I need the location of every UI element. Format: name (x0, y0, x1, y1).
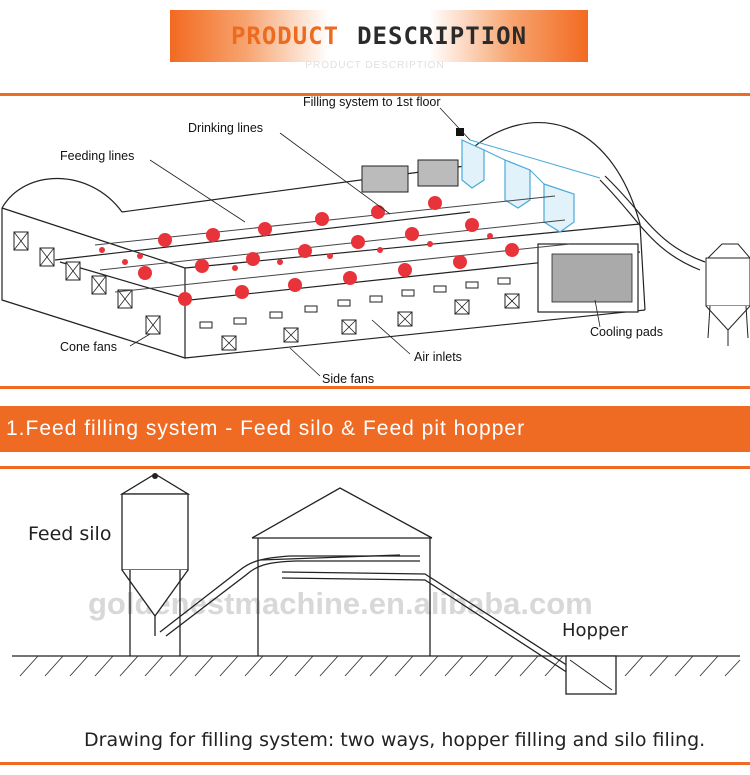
diagram-caption: Drawing for filling system: two ways, ho… (84, 729, 705, 751)
filling-system-diagram: goldenestmachine.en.alibaba.com Feed sil… (12, 473, 741, 751)
label-side-fans: Side fans (322, 372, 374, 384)
middle-divider (0, 386, 750, 389)
label-cooling-pads: Cooling pads (590, 325, 663, 339)
label-feeding-lines: Feeding lines (60, 149, 134, 163)
header-title-word2: DESCRIPTION (357, 22, 528, 50)
poultry-house-diagram: Filling system to 1st floor Drinking lin… (1, 95, 750, 384)
label-air-inlets: Air inlets (414, 350, 462, 364)
label-drinking-lines: Drinking lines (188, 121, 263, 135)
header-banner: PRODUCT DESCRIPTION (170, 10, 588, 62)
label-hopper: Hopper (562, 620, 628, 641)
top-divider (0, 93, 750, 96)
label-filling-system: Filling system to 1st floor (303, 95, 441, 109)
lower-divider (0, 466, 750, 469)
section-title-bar: 1.Feed filling system - Feed silo & Feed… (0, 406, 750, 452)
header-subcaption: PRODUCT DESCRIPTION (305, 60, 445, 71)
label-feed-silo: Feed silo (28, 523, 111, 545)
header-title-word1: PRODUCT (230, 22, 340, 50)
bottom-divider (0, 762, 750, 765)
label-cone-fans: Cone fans (60, 340, 117, 354)
